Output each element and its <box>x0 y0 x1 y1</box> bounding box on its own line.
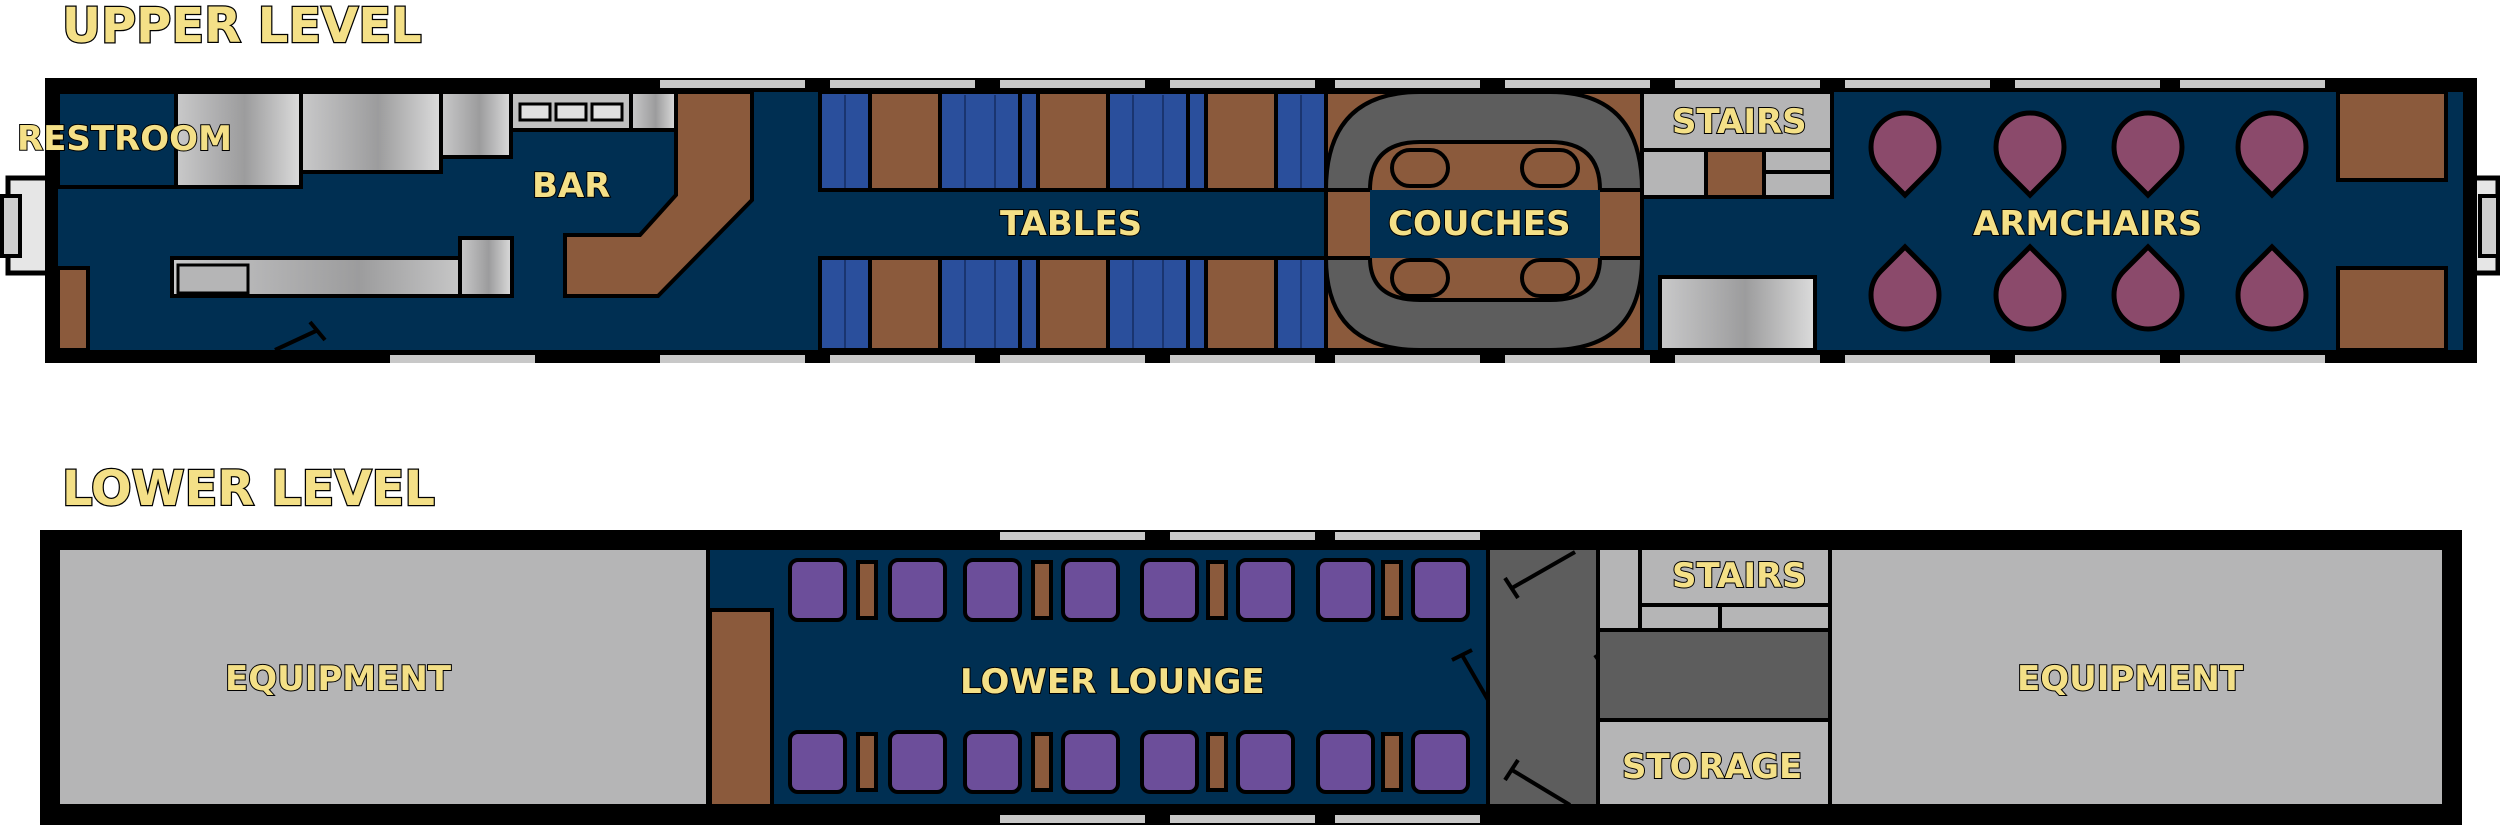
couch-aisle <box>1370 190 1600 258</box>
lounge-wood-panel <box>708 608 774 808</box>
upper-stairs-label: STAIRS <box>1672 102 1807 142</box>
armchair <box>2235 243 2309 332</box>
couches-label: COUCHES <box>1388 204 1571 244</box>
right-wood-panel-top <box>2336 90 2448 182</box>
equipment-right <box>1828 546 2446 808</box>
armchair <box>1993 110 2067 199</box>
armchair <box>2111 110 2185 199</box>
lower-level-car: EQUIPMENT <box>40 530 2462 825</box>
bar-sink <box>176 263 250 295</box>
armchair <box>1868 110 1942 199</box>
armchair <box>1868 243 1942 332</box>
lower-stairs-label: STAIRS <box>1672 556 1807 596</box>
tables-label: TABLES <box>1000 204 1142 244</box>
bar-shelf-end <box>629 90 678 132</box>
lower-level-title: LOWER LEVEL <box>62 461 435 517</box>
bar-label: BAR <box>532 166 610 206</box>
right-wood-panel-bottom <box>2336 266 2448 352</box>
upper-cabinet <box>1658 275 1817 352</box>
restroom-label: RESTROOM <box>17 119 232 159</box>
left-wood-panel <box>56 266 90 352</box>
lounge-chairs-top <box>788 558 1470 622</box>
door-stop <box>308 320 327 342</box>
bar-counter-end <box>458 236 514 298</box>
armchair <box>1993 243 2067 332</box>
lower-windows-bottom <box>1000 815 1480 823</box>
lower-lounge-label: LOWER LOUNGE <box>960 662 1265 702</box>
upper-windows-bottom <box>390 355 2325 363</box>
armchair <box>2111 243 2185 332</box>
upper-level-title: UPPER LEVEL <box>62 0 422 54</box>
storage-label: STORAGE <box>1622 747 1802 787</box>
upper-windows-top <box>660 80 2325 88</box>
lounge-chairs-bottom <box>788 730 1470 794</box>
stair-lower-landing <box>1596 628 1832 722</box>
bar-shelf-items <box>518 102 624 122</box>
left-coupler-tip <box>0 194 22 258</box>
bar-counter-upper-2 <box>439 90 513 159</box>
upper-level-car: RESTROOM BAR <box>0 78 2500 363</box>
storage <box>1596 718 1832 808</box>
armchairs-label: ARMCHAIRS <box>1973 204 2202 244</box>
armchair <box>2235 110 2309 199</box>
equipment-left <box>56 546 710 808</box>
bar-wood-counter <box>563 90 754 298</box>
equipment-left-label: EQUIPMENT <box>225 659 452 699</box>
armchairs <box>1868 110 2309 332</box>
equipment-right-label: EQUIPMENT <box>2017 659 2244 699</box>
restroom-door-swing <box>274 328 319 352</box>
lower-windows-top <box>1000 532 1480 540</box>
couch-bottom <box>1323 256 1645 352</box>
right-coupler-tip <box>2478 194 2500 258</box>
couch-side-tables <box>1390 148 1580 298</box>
tables-top-row <box>818 90 1328 192</box>
tables-bottom-row <box>818 256 1328 352</box>
restroom-fixture <box>174 90 303 189</box>
stair-landing <box>1704 148 1766 199</box>
bar-counter-upper <box>299 90 443 174</box>
seat-stripes <box>844 95 1302 348</box>
